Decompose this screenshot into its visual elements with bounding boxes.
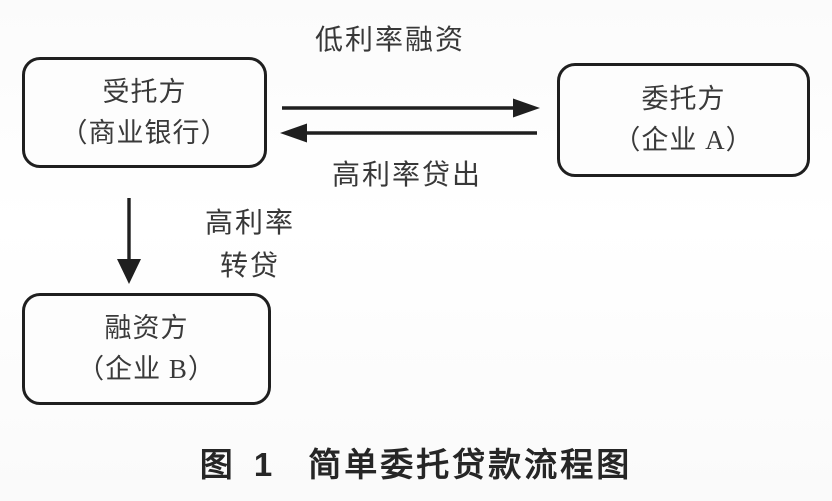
- node-principal-title: 委托方: [641, 84, 726, 114]
- arrow-high-rate-lending-head: [280, 123, 307, 143]
- edge-label-low-rate-financing: 低利率融资: [314, 25, 465, 56]
- node-trustee-subtitle: （商业银行）: [60, 117, 229, 148]
- node-principal: 委托方 （企业 A）: [557, 63, 810, 177]
- node-financier-title: 融资方: [104, 313, 189, 343]
- edge-label-high-rate-relending: 高利率 转贷: [185, 202, 315, 288]
- arrow-high-rate-relending-head: [117, 259, 141, 284]
- node-financier: 融资方 （企业 B）: [22, 293, 271, 405]
- node-principal-subtitle: （企业 A）: [613, 125, 754, 155]
- node-trustee: 受托方 （商业银行）: [22, 57, 267, 168]
- node-trustee-title: 受托方: [102, 76, 187, 107]
- figure-caption: 图 1 简单委托贷款流程图: [0, 438, 832, 486]
- node-financier-subtitle: （企业 B）: [77, 354, 216, 384]
- arrow-low-rate-financing-head: [513, 98, 540, 118]
- edge-label-high-rate-lending: 高利率贷出: [331, 160, 482, 191]
- figure-caption-number: 图 1: [199, 446, 279, 483]
- edge-label-high-rate-relending-line2: 转贷: [219, 251, 280, 282]
- edge-label-high-rate-relending-line1: 高利率: [204, 208, 295, 239]
- figure-caption-title: 简单委托贷款流程图: [308, 446, 633, 483]
